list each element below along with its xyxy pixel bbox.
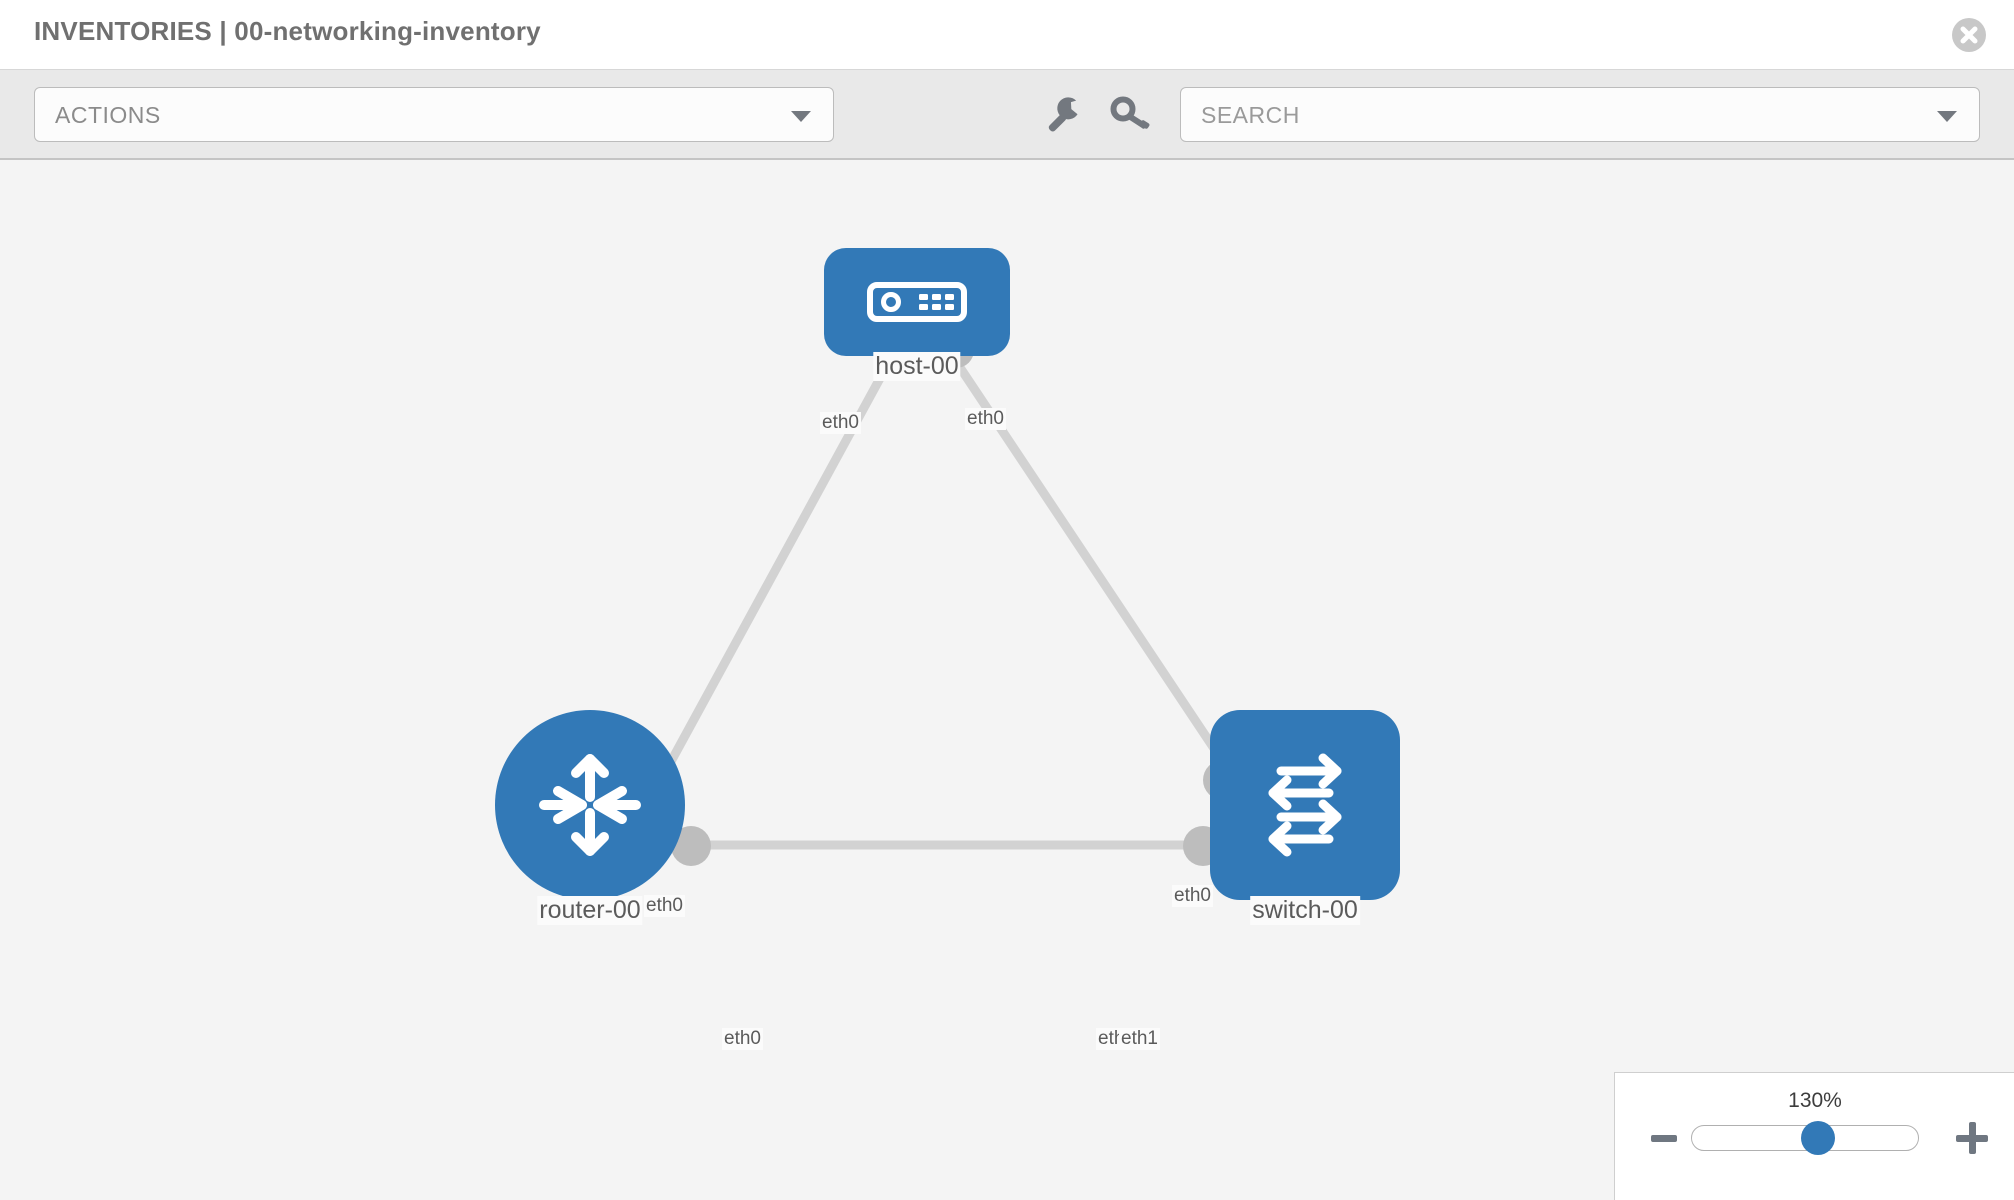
topology-canvas[interactable]: host-00 router-00 (0, 160, 2014, 1200)
switch-arrows-icon (1268, 753, 1342, 857)
iface-label-router-up: eth0 (644, 895, 685, 917)
page-header: INVENTORIES | 00-networking-inventory (0, 0, 2014, 70)
chevron-down-icon (791, 111, 811, 122)
iface-label-host-right: eth0 (965, 408, 1006, 430)
iface-label-host-left: eth0 (820, 412, 861, 434)
node-router-00[interactable]: router-00 (495, 710, 685, 925)
key-icon (1110, 96, 1150, 129)
page-title: INVENTORIES | 00-networking-inventory (34, 16, 541, 46)
chevron-down-icon (1937, 111, 1957, 122)
router-arrows-icon (539, 754, 641, 856)
node-switch-00-shape (1210, 710, 1400, 900)
node-switch-00-label: switch-00 (1250, 896, 1360, 925)
node-switch-00[interactable]: switch-00 (1210, 710, 1400, 925)
node-host-00-label: host-00 (873, 352, 961, 381)
wrench-icon (1048, 97, 1078, 132)
zoom-out-button[interactable] (1651, 1135, 1677, 1142)
search-input[interactable]: SEARCH (1180, 87, 1980, 142)
server-icon (867, 282, 967, 322)
iface-label-router-right: eth0 (722, 1028, 763, 1050)
key-button[interactable] (1107, 92, 1153, 138)
node-host-00[interactable]: host-00 (824, 248, 1010, 381)
actions-dropdown[interactable]: ACTIONS (34, 87, 834, 142)
wrench-button[interactable] (1040, 92, 1086, 138)
zoom-in-button[interactable] (1956, 1122, 1988, 1154)
link-host-switch[interactable] (951, 357, 1239, 783)
zoom-level-label: 130% (1788, 1089, 1842, 1112)
close-icon (1960, 26, 1978, 44)
iface-label-switch-left: eth1 (1119, 1028, 1160, 1050)
node-router-00-shape (495, 710, 685, 900)
iface-label-switch-up: eth0 (1172, 885, 1213, 907)
node-router-00-label: router-00 (537, 896, 643, 925)
close-button[interactable] (1952, 18, 1986, 52)
actions-dropdown-label: ACTIONS (55, 102, 161, 128)
toolbar: ACTIONS SEARCH (0, 70, 2014, 160)
zoom-control-panel: 130% (1614, 1072, 2014, 1200)
zoom-slider-thumb[interactable] (1801, 1121, 1835, 1155)
search-placeholder: SEARCH (1201, 102, 1300, 128)
node-host-00-shape (824, 248, 1010, 356)
